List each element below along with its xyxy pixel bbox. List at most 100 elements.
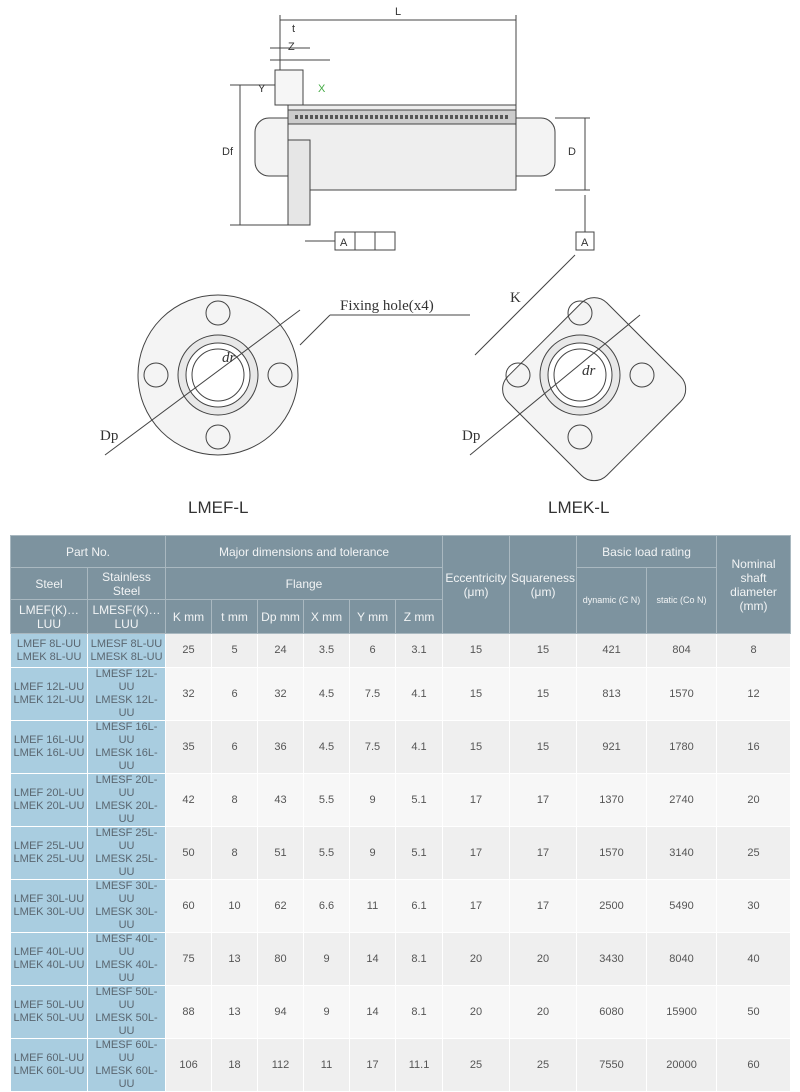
cell-dyn: 6080	[576, 985, 648, 1039]
header-steel-code: LMEF(K)…LUU	[10, 599, 88, 634]
cell-x: 9	[303, 985, 351, 1039]
cell-x: 9	[303, 932, 351, 986]
cell-shaft: 40	[716, 932, 792, 986]
cell-dp: 51	[257, 826, 305, 880]
cell-z: 3.1	[395, 633, 444, 668]
cell-dp: 43	[257, 773, 305, 827]
header-stainless-code: LMESF(K)… LUU	[86, 599, 167, 634]
cell-shaft: 60	[716, 1038, 792, 1092]
cell-dp: 80	[257, 932, 305, 986]
dim-D: D	[568, 146, 576, 158]
header-dp: Dp mm	[257, 599, 305, 634]
cell-stat: 804	[646, 633, 718, 668]
cell-dyn: 3430	[576, 932, 648, 986]
cell-stat: 20000	[646, 1038, 718, 1092]
cell-ecc: 15	[442, 667, 511, 721]
header-squareness: Squareness (μm)	[509, 535, 578, 634]
cell-k: 106	[165, 1038, 213, 1092]
cell-z: 5.1	[395, 826, 444, 880]
cell-z: 8.1	[395, 985, 444, 1039]
cell-t: 8	[211, 773, 259, 827]
header-static: static (Co N)	[646, 567, 718, 634]
cell-x: 5.5	[303, 826, 351, 880]
header-y: Y mm	[349, 599, 397, 634]
cell-ecc: 25	[442, 1038, 511, 1092]
cell-y: 9	[349, 773, 397, 827]
header-z: Z mm	[395, 599, 444, 634]
cell-y: 7.5	[349, 667, 397, 721]
cell-ecc: 17	[442, 879, 511, 933]
header-eccentricity: Eccentricity (μm)	[442, 535, 511, 634]
cell-ecc: 20	[442, 932, 511, 986]
caption-lmef-l: LMEF-L	[188, 498, 248, 517]
cell-dp: 36	[257, 720, 305, 774]
cell-k: 42	[165, 773, 213, 827]
cell-y: 14	[349, 932, 397, 986]
cell-z: 4.1	[395, 720, 444, 774]
cell-t: 18	[211, 1038, 259, 1092]
cell-y: 11	[349, 879, 397, 933]
cell-stat: 3140	[646, 826, 718, 880]
header-k: K mm	[165, 599, 213, 634]
cell-t: 13	[211, 932, 259, 986]
header-flange: Flange	[165, 567, 444, 600]
side-view	[230, 15, 595, 251]
technical-drawing: L t Z Y X Df D A A Fixing hole(x4) dr dr…	[100, 6, 687, 517]
cell-sq: 15	[509, 667, 578, 721]
datum-A-ref: A	[340, 237, 348, 249]
dim-Z: Z	[288, 41, 295, 53]
cell-stat: 1570	[646, 667, 718, 721]
dim-X: X	[318, 83, 326, 95]
cell-dyn: 921	[576, 720, 648, 774]
cell-shaft: 25	[716, 826, 792, 880]
round-flange-view	[104, 294, 470, 456]
k-label: K	[510, 290, 521, 306]
dp-label-left: Dp	[100, 428, 118, 444]
cell-dp: 94	[257, 985, 305, 1039]
cell-sq: 17	[509, 773, 578, 827]
cell-shaft: 8	[716, 633, 792, 668]
header-shaft-diameter: Nominal shaft diameter (mm)	[716, 535, 792, 634]
cell-sq: 20	[509, 932, 578, 986]
cell-x: 4.5	[303, 667, 351, 721]
cell-k: 88	[165, 985, 213, 1039]
cell-ecc: 17	[442, 826, 511, 880]
cell-t: 5	[211, 633, 259, 668]
cell-dp: 32	[257, 667, 305, 721]
cell-shaft: 20	[716, 773, 792, 827]
cell-y: 7.5	[349, 720, 397, 774]
cell-t: 10	[211, 879, 259, 933]
dp-label-right: Dp	[462, 428, 480, 444]
caption-lmek-l: LMEK-L	[548, 498, 609, 517]
datum-A: A	[581, 237, 589, 249]
cell-sq: 17	[509, 826, 578, 880]
cell-dp: 112	[257, 1038, 305, 1092]
cell-stat: 1780	[646, 720, 718, 774]
header-x: X mm	[303, 599, 351, 634]
cell-y: 17	[349, 1038, 397, 1092]
cell-sq: 25	[509, 1038, 578, 1092]
fixing-hole-label: Fixing hole(x4)	[340, 298, 434, 314]
cell-k: 50	[165, 826, 213, 880]
cell-k: 35	[165, 720, 213, 774]
cell-dyn: 2500	[576, 879, 648, 933]
spec-table: Part No. Major dimensions and tolerance …	[9, 535, 792, 1092]
cell-shaft: 16	[716, 720, 792, 774]
cell-ecc: 15	[442, 720, 511, 774]
